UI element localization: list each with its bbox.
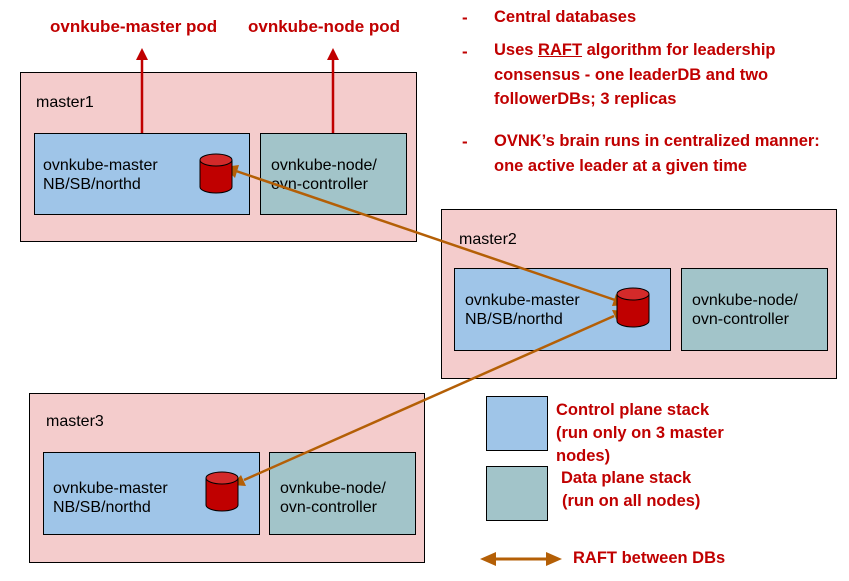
master2-label: master2 [459,231,517,248]
master3-label: master3 [46,413,104,430]
bullet-dash: - [462,132,468,151]
legend-control-plane-line1: Control plane stack [556,401,710,419]
legend-raft-arrow [480,552,562,566]
legend-raft-label: RAFT between DBs [573,549,726,567]
legend-control-plane-swatch [486,396,548,451]
legend-control-plane-line2: (run only on 3 master [556,424,724,442]
legend-control-plane-line3: nodes) [556,447,611,465]
bullet-dash: - [462,42,468,61]
master2-cp-line1: ovnkube-master [465,292,580,309]
ovnkube-node-pod-label: ovnkube-node pod [248,17,401,36]
bullet-raft-underlined: RAFT [538,41,583,59]
master1-dp-line1: ovnkube-node/ [271,157,377,174]
master2-cp-line2: NB/SB/northd [465,311,563,328]
master3-dp-line1: ovnkube-node/ [280,480,386,497]
master3-db-icon [205,471,239,512]
node-pod-arrowhead [327,48,339,60]
master1-db-icon [199,153,233,194]
master3-cp-line1: ovnkube-master [53,480,168,497]
master2-dp-line1: ovnkube-node/ [692,292,798,309]
bullet-dash: - [462,8,468,27]
master1-data-plane-box: ovnkube-node/ ovn-controller [260,133,407,215]
master2-db-icon [616,287,650,328]
raft-arrow-master1-master2 [224,165,627,306]
master1-cp-line2: NB/SB/northd [43,176,141,193]
master1-dp-line2: ovn-controller [271,176,368,193]
master1-cp-line1: ovnkube-master [43,157,158,174]
master3-dp-line2: ovn-controller [280,499,377,516]
legend-data-plane-line1: Data plane stack [561,469,692,487]
master-pod-arrowhead [136,48,148,60]
master2-dp-line2: ovn-controller [692,311,789,328]
legend-data-plane-swatch [486,466,548,521]
bullet-raft-pre: Uses [494,41,539,59]
raft-arrow-master2-master3 [232,310,626,486]
master2-data-plane-box: ovnkube-node/ ovn-controller [681,268,828,351]
legend-data-plane-line2: (run on all nodes) [562,492,701,510]
master3-data-plane-box: ovnkube-node/ ovn-controller [269,452,416,535]
bullet-centralized-brain: OVNK’s brain runs in centralized manner:… [494,132,820,175]
bullet-raft-consensus: Uses RAFT algorithm for leadership conse… [494,38,839,112]
master3-cp-line2: NB/SB/northd [53,499,151,516]
bullet-central-databases: Central databases [494,8,637,26]
master1-label: master1 [36,94,94,111]
ovnkube-master-pod-label: ovnkube-master pod [50,17,218,36]
bullet-raft-post: algorithm for leadership consensus - one… [494,41,776,108]
